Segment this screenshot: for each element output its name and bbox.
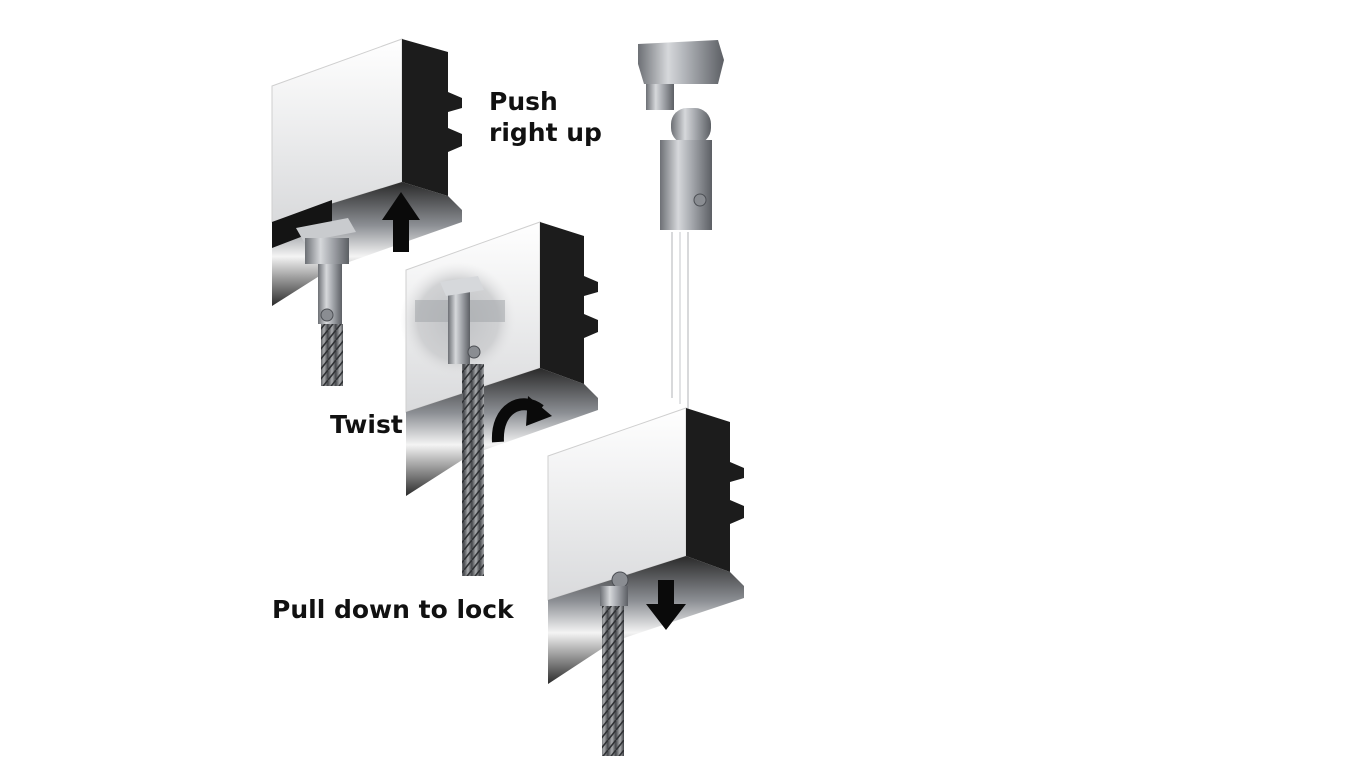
up-arrow-icon bbox=[382, 192, 420, 252]
pull-step-label: Pull down to lock bbox=[272, 595, 514, 624]
push-line-2: right up bbox=[489, 118, 602, 147]
down-arrow-icon bbox=[646, 580, 686, 630]
rail-connector-bottom bbox=[600, 571, 629, 756]
hanger-component bbox=[638, 40, 724, 230]
rail-profile-bottom bbox=[547, 407, 744, 684]
twist-step-label: Twist bbox=[330, 410, 403, 439]
rail-connector-top bbox=[296, 218, 356, 386]
push-step-label: Push right up bbox=[489, 86, 602, 148]
push-line-1: Push bbox=[489, 87, 558, 116]
twist-arrow-icon bbox=[491, 396, 552, 443]
connector-motion-blur bbox=[400, 262, 516, 378]
support-wires bbox=[671, 232, 689, 410]
cable-middle bbox=[462, 364, 484, 576]
